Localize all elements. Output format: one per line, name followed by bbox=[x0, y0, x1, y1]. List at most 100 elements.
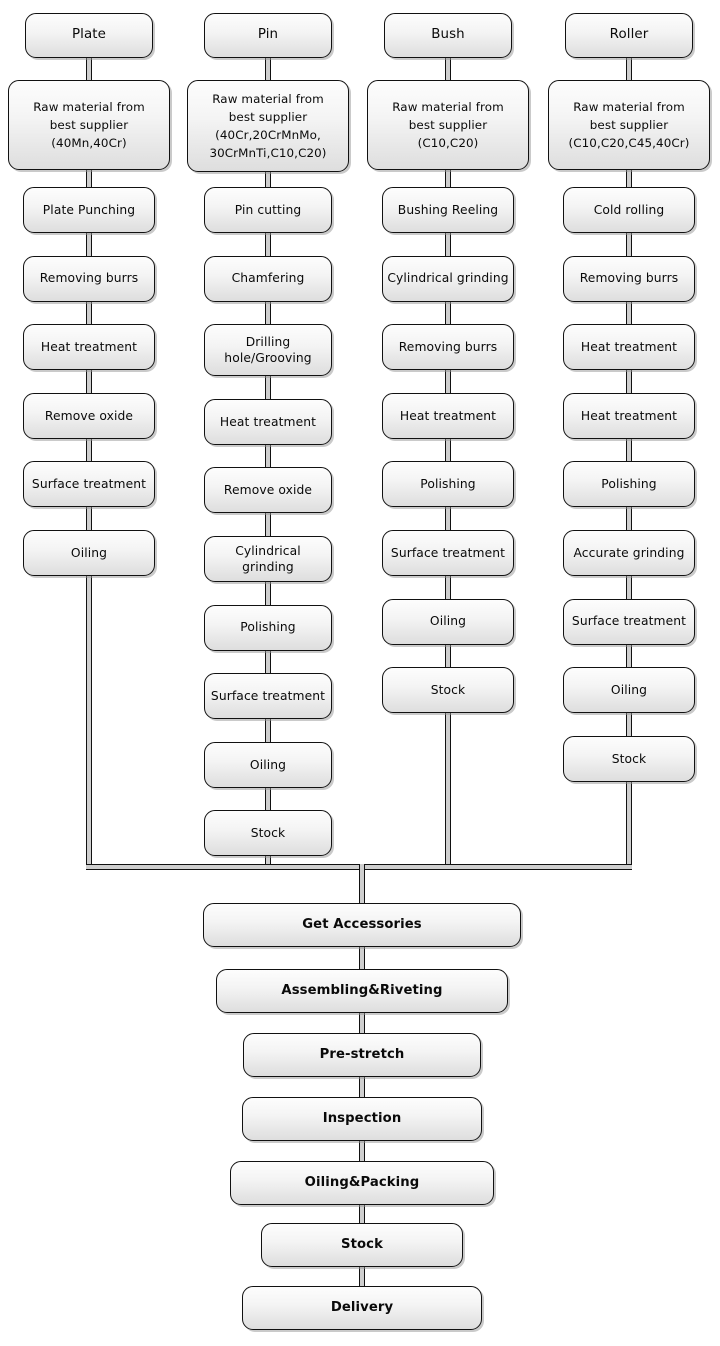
node-label-line: Surface treatment bbox=[31, 477, 147, 492]
node-label-line: Inspection bbox=[322, 1110, 402, 1126]
node-label-line: Drilling bbox=[245, 334, 291, 349]
node-label: Remove oxide bbox=[205, 482, 331, 499]
step-roller-5[interactable]: Accurate grinding bbox=[563, 530, 695, 576]
node-label-line: Surface treatment bbox=[210, 688, 326, 703]
step-bush-4[interactable]: Polishing bbox=[382, 461, 514, 508]
connector-pin-6 bbox=[265, 580, 271, 607]
assembly-step-0[interactable]: Get Accessories bbox=[203, 903, 521, 947]
node-label: Roller bbox=[566, 27, 692, 44]
node-label: Oiling&Packing bbox=[231, 1175, 493, 1192]
step-bush-5[interactable]: Surface treatment bbox=[382, 530, 514, 576]
step-pin-5[interactable]: Cylindrical grinding bbox=[204, 536, 332, 582]
connector-bush-1 bbox=[445, 231, 451, 258]
node-label-line: Pin cutting bbox=[234, 202, 302, 217]
node-label-line: Removing burrs bbox=[398, 339, 498, 354]
node-label-line: Heat treatment bbox=[580, 339, 678, 354]
step-pin-6[interactable]: Polishing bbox=[204, 604, 332, 651]
step-pin-1[interactable]: Chamfering bbox=[204, 255, 332, 302]
assembly-step-5[interactable]: Stock bbox=[261, 1223, 463, 1267]
step-plate-5[interactable]: Oiling bbox=[23, 530, 155, 576]
node-label-line: Cold rolling bbox=[593, 202, 665, 217]
node-label-line: Remove oxide bbox=[223, 483, 313, 498]
node-label: Delivery bbox=[243, 1300, 481, 1317]
node-label: Surface treatment bbox=[564, 613, 694, 630]
connector-bush-to-bus bbox=[445, 711, 451, 870]
assembly-step-2[interactable]: Pre-stretch bbox=[243, 1033, 481, 1077]
step-roller-0[interactable]: Cold rolling bbox=[563, 187, 695, 233]
step-roller-1[interactable]: Removing burrs bbox=[563, 255, 695, 302]
step-plate-0[interactable]: Plate Punching bbox=[23, 187, 155, 233]
assembly-step-4[interactable]: Oiling&Packing bbox=[230, 1161, 494, 1205]
connector-roller-5 bbox=[626, 505, 632, 532]
connector-pin-4 bbox=[265, 442, 271, 470]
step-bush-3[interactable]: Heat treatment bbox=[382, 392, 514, 439]
node-label-line: Raw material from bbox=[573, 100, 685, 114]
step-plate-2[interactable]: Heat treatment bbox=[23, 324, 155, 371]
node-label-line: Stock bbox=[250, 826, 286, 841]
connector-pin-5 bbox=[265, 511, 271, 538]
node-label-line: Stock bbox=[430, 682, 466, 697]
node-label-line: best supplier bbox=[228, 110, 308, 124]
node-label: Removing burrs bbox=[564, 270, 694, 287]
node-label-line: Removing burrs bbox=[39, 271, 139, 286]
assembly-step-3[interactable]: Inspection bbox=[242, 1097, 482, 1141]
node-label: Heat treatment bbox=[564, 339, 694, 356]
step-roller-8[interactable]: Stock bbox=[563, 735, 695, 782]
step-plate-4[interactable]: Surface treatment bbox=[23, 461, 155, 508]
node-label: Cylindrical grinding bbox=[383, 270, 513, 287]
node-label: Cold rolling bbox=[564, 202, 694, 219]
step-bush-7[interactable]: Stock bbox=[382, 667, 514, 714]
node-label: Removing burrs bbox=[24, 270, 154, 287]
node-label: Oiling bbox=[205, 757, 331, 774]
connector-plate-5 bbox=[86, 505, 92, 532]
step-roller-6[interactable]: Surface treatment bbox=[563, 598, 695, 645]
step-plate-3[interactable]: Remove oxide bbox=[23, 392, 155, 439]
step-pin-0[interactable]: Pin cutting bbox=[204, 187, 332, 233]
node-label: Surface treatment bbox=[383, 545, 513, 562]
node-label-line: Oiling&Packing bbox=[304, 1174, 420, 1190]
connector-roller-6 bbox=[626, 574, 632, 601]
node-label-line: best supplier bbox=[408, 118, 488, 132]
node-label: Stock bbox=[564, 751, 694, 768]
connector-pin-0 bbox=[265, 170, 271, 189]
step-bush-0[interactable]: Bushing Reeling bbox=[382, 187, 514, 233]
step-plate-1[interactable]: Removing burrs bbox=[23, 255, 155, 302]
assembly-step-6[interactable]: Delivery bbox=[242, 1286, 482, 1330]
step-roller-4[interactable]: Polishing bbox=[563, 461, 695, 508]
step-pin-8[interactable]: Oiling bbox=[204, 741, 332, 788]
node-label: Heat treatment bbox=[205, 414, 331, 431]
connector-plate-header-raw bbox=[86, 56, 92, 82]
step-pin-7[interactable]: Surface treatment bbox=[204, 673, 332, 720]
connector-plate-2 bbox=[86, 299, 92, 327]
step-bush-6[interactable]: Oiling bbox=[382, 598, 514, 645]
connector-bush-4 bbox=[445, 436, 451, 464]
connector-roller-7 bbox=[626, 642, 632, 670]
node-label-line: Bushing Reeling bbox=[397, 202, 499, 217]
node-label-line: Raw material from bbox=[33, 100, 145, 114]
step-roller-3[interactable]: Heat treatment bbox=[563, 392, 695, 439]
connector-assembly-2 bbox=[359, 1011, 365, 1035]
node-label-line: Stock bbox=[611, 751, 647, 766]
column-header-bush[interactable]: Bush bbox=[384, 13, 512, 58]
column-header-plate[interactable]: Plate bbox=[25, 13, 153, 58]
step-pin-3[interactable]: Heat treatment bbox=[204, 398, 332, 445]
node-label-line: Plate bbox=[72, 27, 106, 43]
step-pin-4[interactable]: Remove oxide bbox=[204, 467, 332, 514]
assembly-step-1[interactable]: Assembling&Riveting bbox=[216, 969, 508, 1013]
step-roller-7[interactable]: Oiling bbox=[563, 667, 695, 714]
column-header-roller[interactable]: Roller bbox=[565, 13, 693, 58]
connector-roller-0 bbox=[626, 168, 632, 189]
step-roller-2[interactable]: Heat treatment bbox=[563, 324, 695, 371]
connector-roller-1 bbox=[626, 231, 632, 258]
column-header-pin[interactable]: Pin bbox=[204, 13, 332, 58]
step-pin-9[interactable]: Stock bbox=[204, 810, 332, 857]
node-label: Accurate grinding bbox=[564, 545, 694, 562]
step-bush-1[interactable]: Cylindrical grinding bbox=[382, 255, 514, 302]
step-bush-2[interactable]: Removing burrs bbox=[382, 324, 514, 371]
connector-assembly-3 bbox=[359, 1075, 365, 1099]
